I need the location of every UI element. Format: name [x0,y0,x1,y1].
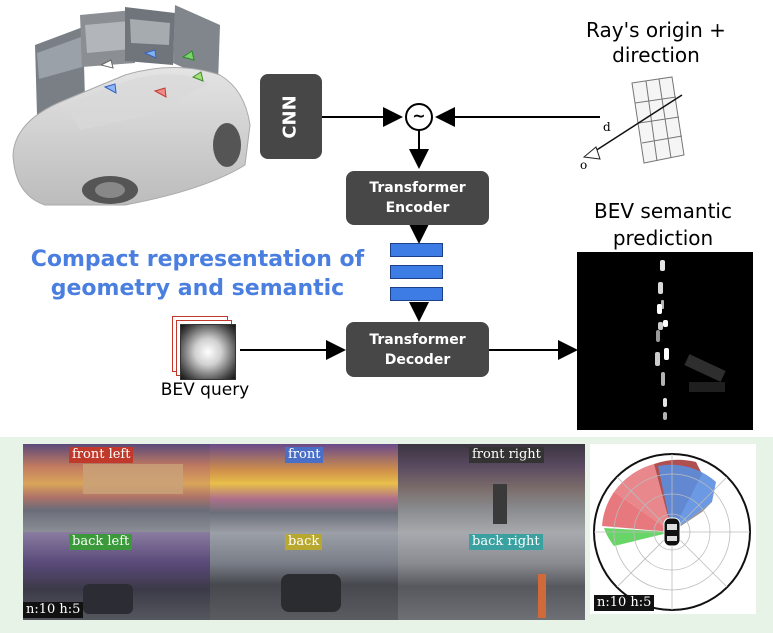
combine-node [405,103,433,131]
cnn-block: CNN [260,74,322,159]
compact-representation-caption: Compact representation of geometry and s… [30,247,365,301]
car-with-cameras-illustration [12,5,251,206]
decoder-label: Transformer Decoder [369,331,466,368]
transformer-encoder-block: Transformer Encoder [346,171,489,225]
camera-panel [80,10,135,67]
bev-prediction-title: BEV semantic prediction [594,199,732,250]
latent-token-stack [390,243,443,303]
ray-illustration [582,76,685,164]
ray-direction-label: d [603,120,611,134]
latent-token [390,243,443,257]
bev-prediction-image [577,252,753,430]
camera-tag-front: front [285,447,324,463]
bev-query-icon [172,316,236,380]
bev-query-label: BEV query [160,380,250,400]
polar-attention-plot [593,453,751,611]
diagram-connectors [240,103,600,360]
camera-panel [173,5,220,83]
camera-tag-front-right: front right [469,447,544,463]
transformer-decoder-block: Transformer Decoder [346,322,489,377]
camera-tag-front-left: front left [69,447,134,463]
ray-origin-label: o [580,158,588,172]
ray-title: Ray's origin + direction [586,18,726,67]
status-label-left: n:10 h:5 [23,602,84,618]
camera-tag-back-left: back left [69,534,133,550]
combine-symbol: ~ [412,106,426,125]
camera-tag-back: back [285,534,323,550]
camera-panel [35,27,85,115]
camera-mosaic: front left front front right back left b… [23,444,585,620]
camera-tag-back-right: back right [469,534,543,550]
encoder-label: Transformer Encoder [369,180,466,216]
latent-token [390,287,443,301]
camera-panel [125,7,175,65]
latent-token [390,265,443,279]
status-label-right: n:10 h:5 [594,595,655,611]
